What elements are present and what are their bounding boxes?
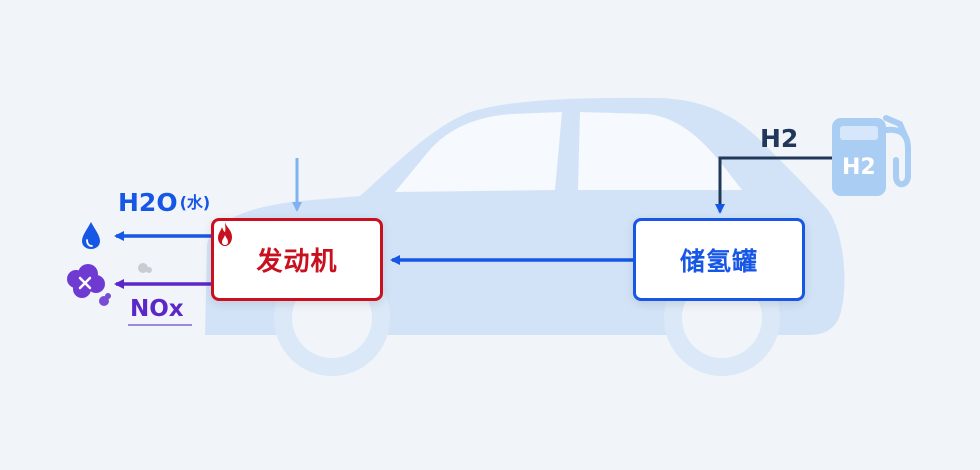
nox-output-label: NOx	[130, 296, 184, 322]
hydrogen-tank-box: 储氢罐	[633, 218, 805, 301]
pollutant-cloud-icon	[67, 263, 152, 306]
fuel-pump-label: H2	[842, 155, 876, 180]
flame-icon	[218, 222, 232, 246]
tank-label: 储氢罐	[679, 246, 758, 276]
engine-box: 发动机	[211, 218, 383, 301]
water-note: (水)	[179, 193, 211, 212]
water-output-label: H2O(水)	[118, 190, 210, 215]
water-drop-icon	[82, 222, 100, 249]
hydrogen-flow-label: H2	[760, 124, 799, 153]
water-formula: H2O	[118, 188, 178, 217]
engine-label: 发动机	[256, 247, 338, 277]
water-drop-highlight	[86, 239, 93, 247]
fuel-pump-icon	[832, 115, 911, 196]
hydrogen-supply-arrow	[715, 156, 832, 214]
